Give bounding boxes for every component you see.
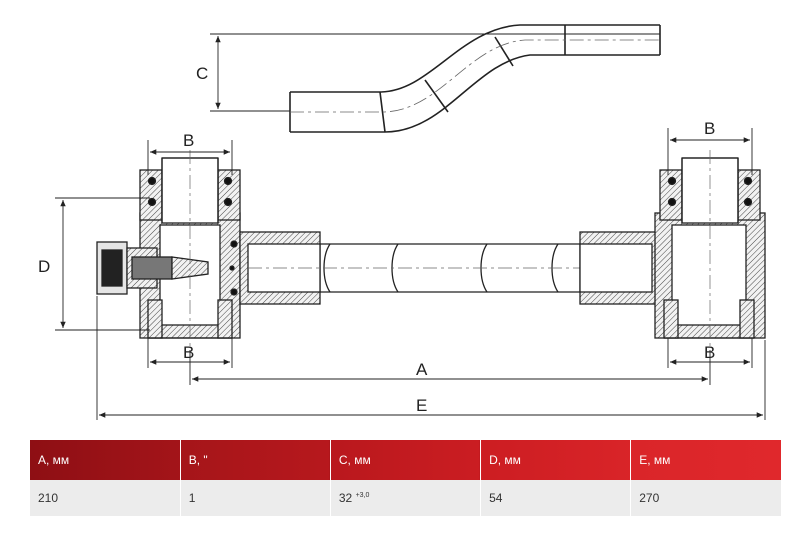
spec-table: A, мм B, " C, мм D, мм E, мм 210 1 32 +3…	[30, 440, 781, 516]
dim-label-b-top-right: B	[704, 119, 715, 138]
dim-label-b-top-left: B	[183, 131, 194, 150]
dim-label-a: A	[416, 360, 428, 379]
dimension-c	[210, 33, 660, 112]
header-d: D, мм	[480, 440, 632, 480]
dim-label-b-bottom-left: B	[183, 343, 194, 362]
left-fitting	[96, 157, 321, 339]
header-b: B, "	[180, 440, 331, 480]
dim-label-c: C	[196, 64, 208, 83]
value-c-cell: 32 +3,0	[330, 480, 482, 516]
table-header-row: A, мм B, " C, мм D, мм E, мм	[30, 440, 781, 480]
header-e: E, мм	[630, 440, 781, 480]
right-fitting	[579, 150, 766, 350]
value-a: 210	[30, 480, 181, 516]
dim-label-b-bottom-right: B	[704, 343, 715, 362]
bent-pipe	[289, 24, 661, 133]
dimension-lines	[55, 128, 766, 420]
value-c-tolerance: +3,0	[355, 492, 370, 499]
value-b: 1	[180, 480, 331, 516]
technical-drawing: C	[38, 24, 766, 420]
dim-label-d: D	[38, 257, 50, 276]
header-c: C, мм	[330, 440, 482, 480]
header-a: A, мм	[30, 440, 181, 480]
table-row: 210 1 32 +3,0 54 270	[30, 480, 781, 516]
value-d: 54	[480, 480, 632, 516]
value-e: 270	[630, 480, 781, 516]
value-c: 32	[338, 491, 353, 505]
dim-label-e: E	[416, 396, 427, 415]
